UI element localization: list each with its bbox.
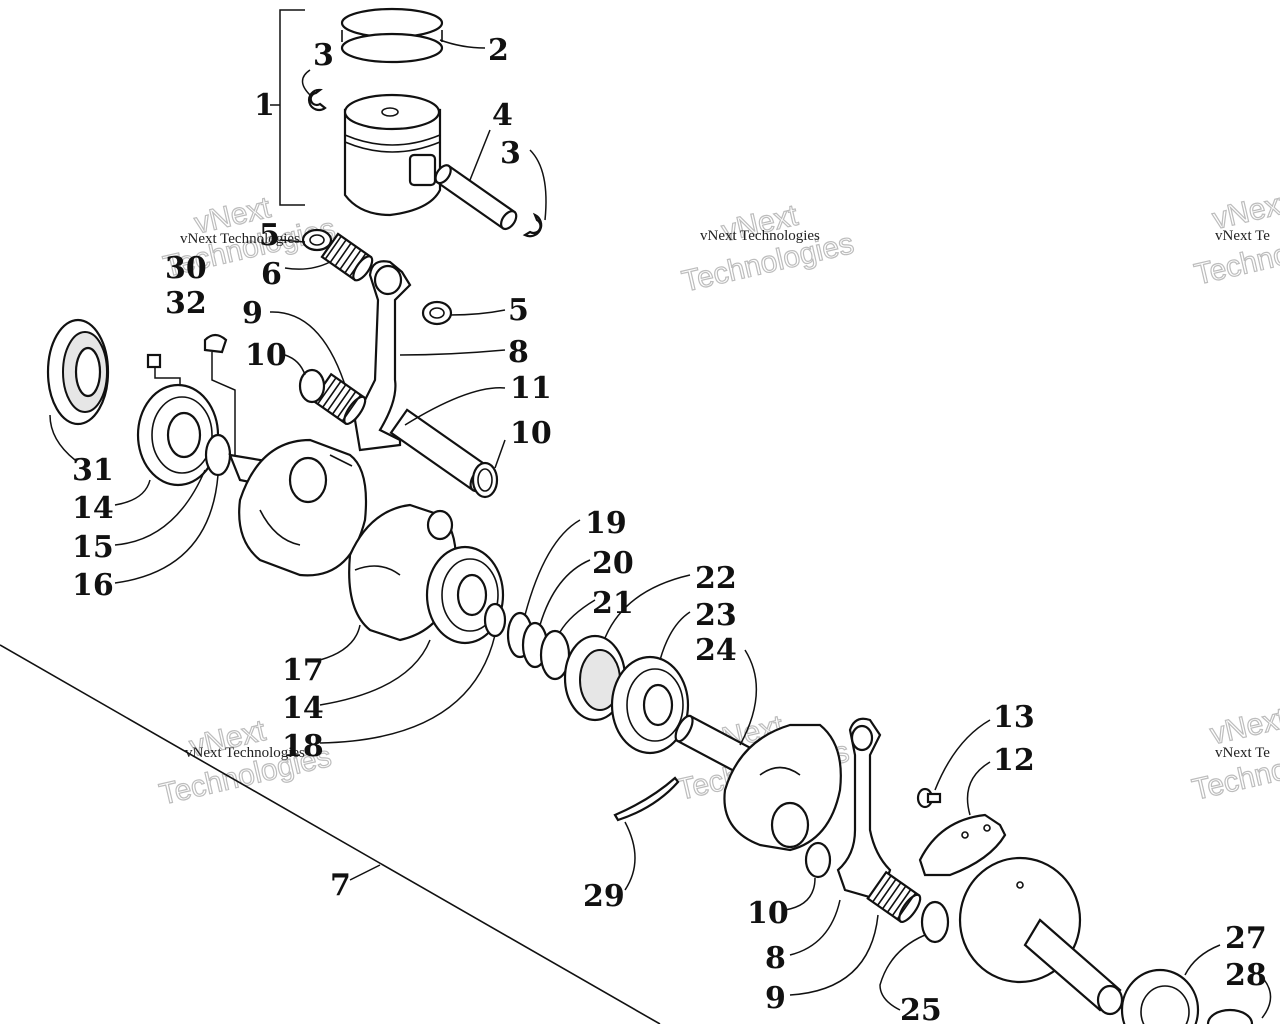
needle-bearing-icon — [866, 870, 922, 923]
snap-ring-icon — [613, 776, 680, 822]
callout-9b: 9 — [765, 981, 786, 1016]
screw-icon — [916, 787, 942, 809]
watermark-text-edge: vNext Te — [1215, 228, 1270, 244]
callout-17: 17 — [282, 653, 324, 688]
crankshaft-web-icon — [918, 813, 1007, 877]
callout-5b: 5 — [508, 293, 529, 328]
callout-labels: 1 2 3 3 4 5 6 30 32 5 9 10 8 11 10 31 14… — [72, 33, 1267, 1024]
watermark-text-edge-2: vNext Te — [1215, 745, 1270, 761]
watermark-edge-big-2: Techno — [1191, 238, 1280, 292]
crankshaft-web-icon — [723, 723, 842, 852]
callout-8b: 8 — [765, 941, 786, 976]
leader-lines — [49, 39, 1272, 1019]
oil-seal-icon — [563, 634, 627, 722]
washer-icon — [471, 461, 499, 499]
callout-24: 24 — [695, 633, 737, 668]
callout-15: 15 — [72, 530, 114, 565]
callout-20: 20 — [592, 546, 634, 581]
ball-bearing-icon — [610, 655, 690, 755]
callout-10c: 10 — [747, 896, 789, 931]
callout-14b: 14 — [282, 691, 324, 726]
oil-seal-icon — [1206, 1008, 1254, 1024]
callout-22: 22 — [695, 561, 737, 596]
callout-11: 11 — [510, 371, 552, 406]
piston-icon — [343, 93, 442, 217]
snap-ring-icon — [483, 602, 507, 638]
leader-line — [211, 352, 236, 460]
callout-14: 14 — [72, 491, 114, 526]
crankshaft-assembly-line — [0, 644, 661, 1024]
watermark-edge-big-3: vNext — [1207, 702, 1280, 752]
oil-seal-icon — [46, 318, 110, 426]
woodruff-key-icon — [203, 333, 228, 354]
callout-9: 9 — [242, 296, 263, 331]
callout-21: 21 — [592, 586, 634, 621]
piston-ring-icon — [340, 7, 444, 64]
ball-bearing-icon — [136, 383, 220, 487]
washer-icon — [301, 228, 333, 252]
callout-2: 2 — [488, 33, 509, 68]
snap-ring-icon — [920, 900, 950, 944]
callout-18: 18 — [282, 729, 324, 764]
labyrinth-seal-icon — [506, 611, 571, 681]
circlip-icon — [308, 88, 327, 111]
callout-5: 5 — [259, 218, 280, 253]
callout-31: 31 — [72, 453, 114, 488]
callout-10b: 10 — [510, 416, 552, 451]
snap-ring-icon — [204, 433, 232, 477]
callout-25: 25 — [900, 993, 942, 1024]
washer-icon — [298, 368, 326, 404]
washer-icon — [421, 300, 453, 326]
piston-assembly-bracket — [270, 9, 305, 206]
watermark-text-3: vNext Technologies — [185, 745, 305, 761]
callout-32: 32 — [165, 286, 207, 321]
callout-29: 29 — [583, 879, 625, 914]
callout-23: 23 — [695, 598, 737, 633]
callout-30: 30 — [165, 251, 207, 286]
connecting-rod-icon — [836, 717, 892, 902]
callout-13: 13 — [993, 700, 1035, 735]
callout-16: 16 — [72, 568, 114, 603]
callout-7: 7 — [330, 868, 351, 903]
crankshaft-web-icon — [228, 438, 368, 577]
watermark-text-2: vNext Technologies — [700, 228, 820, 244]
piston-pin-icon — [434, 164, 518, 231]
callout-8: 8 — [508, 335, 529, 370]
callout-19: 19 — [585, 506, 627, 541]
crankshaft-web-icon — [958, 856, 1124, 1016]
callout-27: 27 — [1225, 921, 1267, 956]
watermark-text: vNext Technologies — [180, 231, 300, 247]
callout-3b: 3 — [500, 136, 521, 171]
ball-bearing-icon — [1120, 968, 1200, 1024]
callout-6: 6 — [261, 257, 282, 292]
circlip-icon — [522, 212, 543, 238]
needle-bearing-icon — [320, 232, 374, 282]
callout-4: 4 — [492, 98, 513, 133]
connecting-rod-icon — [353, 260, 412, 452]
callout-1: 1 — [254, 88, 275, 123]
dowel-pin-icon — [146, 353, 162, 369]
callout-12: 12 — [993, 743, 1035, 778]
callout-28: 28 — [1225, 958, 1267, 993]
callout-3: 3 — [313, 38, 334, 73]
callout-10: 10 — [245, 338, 287, 373]
washer-icon — [804, 841, 832, 879]
